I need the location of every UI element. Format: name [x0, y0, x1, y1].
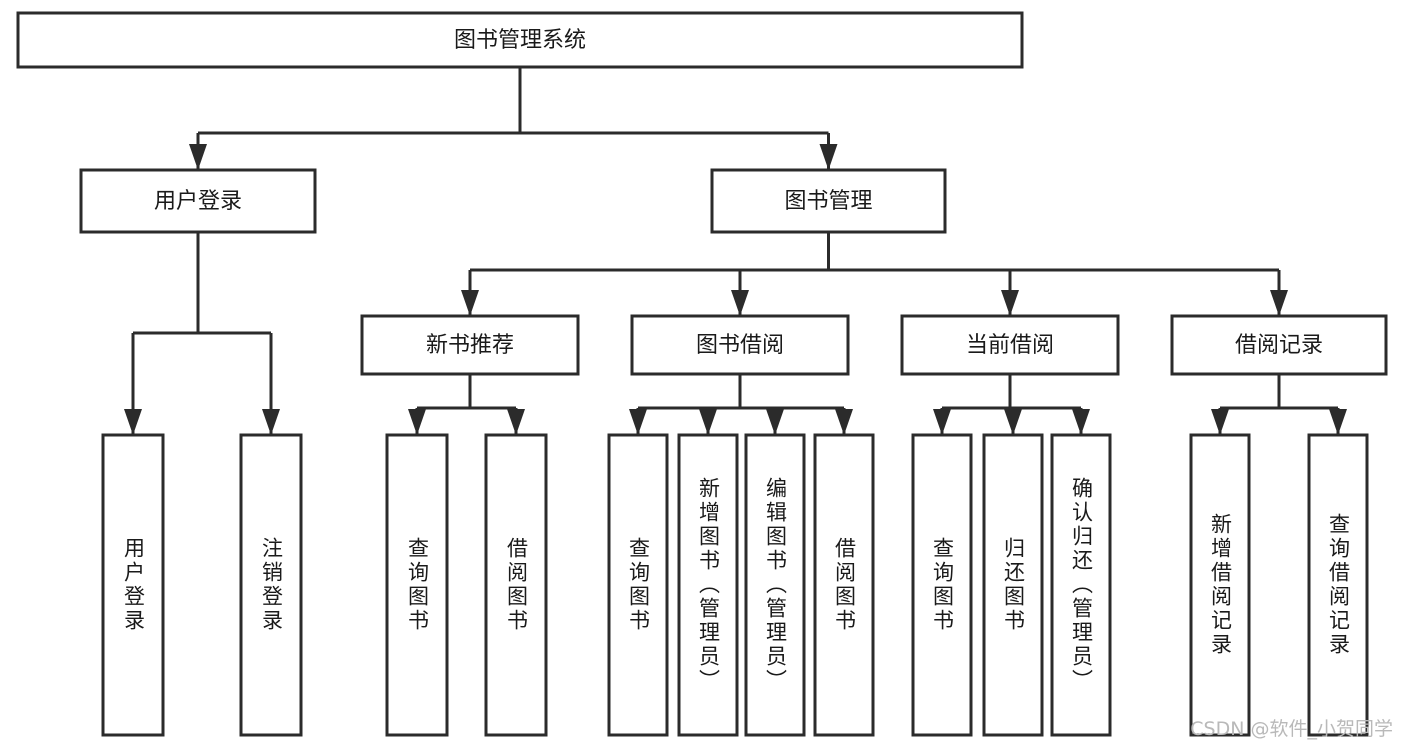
- boxes-layer: [16, 11, 1388, 737]
- bookborrow-arrow-0: [629, 409, 647, 435]
- node-box-book-management[interactable]: [710, 168, 947, 234]
- node-box-leaf-query-borrow-record[interactable]: [1307, 433, 1369, 737]
- root-arrow-0: [189, 144, 207, 170]
- userlogin-arrow-0: [124, 409, 142, 435]
- node-label-user-login: 用户登录: [154, 189, 242, 214]
- userlogin-arrow-1: [262, 409, 280, 435]
- bookmgmt-arrow-2: [1001, 290, 1019, 316]
- node-box-book-borrow[interactable]: [630, 314, 850, 376]
- node-box-leaf-add-borrow-record[interactable]: [1189, 433, 1251, 737]
- node-label-borrow-record: 借阅记录: [1235, 333, 1323, 358]
- connectors-layer: [124, 67, 1347, 435]
- csdn-watermark: CSDN @软件_小贺同学: [1190, 718, 1393, 740]
- node-box-new-book-recommend[interactable]: [360, 314, 580, 376]
- node-box-leaf-add-book-admin[interactable]: [677, 433, 739, 737]
- bookborrow-arrow-2: [766, 409, 784, 435]
- node-box-leaf-query-book-2[interactable]: [607, 433, 669, 737]
- node-box-leaf-edit-book-admin[interactable]: [744, 433, 806, 737]
- node-label-new-book-recommend: 新书推荐: [426, 333, 514, 358]
- node-box-leaf-return-book[interactable]: [982, 433, 1044, 737]
- node-label-book-management: 图书管理: [784, 189, 872, 214]
- curborrow-arrow-1: [1004, 409, 1022, 435]
- node-box-leaf-confirm-return-admin[interactable]: [1050, 433, 1112, 737]
- bookborrow-arrow-3: [835, 409, 853, 435]
- node-label-root: 图书管理系统: [454, 28, 586, 53]
- node-box-user-login[interactable]: [79, 168, 317, 234]
- newbook-arrow-0: [408, 409, 426, 435]
- root-arrow-1: [819, 144, 838, 170]
- bookmgmt-arrow-1: [731, 290, 749, 316]
- node-label-current-borrow: 当前借阅: [966, 333, 1054, 358]
- borrowrec-arrow-0: [1211, 409, 1229, 435]
- node-label-book-borrow: 图书借阅: [696, 333, 784, 358]
- newbook-arrow-1: [507, 409, 525, 435]
- node-box-leaf-logout-login[interactable]: [239, 433, 303, 737]
- node-box-borrow-record[interactable]: [1170, 314, 1388, 376]
- node-box-leaf-query-book-3[interactable]: [911, 433, 973, 737]
- node-box-leaf-borrow-book-2[interactable]: [813, 433, 875, 737]
- curborrow-arrow-2: [1072, 409, 1090, 435]
- node-box-current-borrow[interactable]: [900, 314, 1120, 376]
- node-box-root[interactable]: [16, 11, 1024, 69]
- node-box-leaf-user-login[interactable]: [101, 433, 165, 737]
- bookmgmt-arrow-0: [461, 290, 479, 316]
- node-box-leaf-query-book-1[interactable]: [385, 433, 449, 737]
- curborrow-arrow-0: [933, 409, 951, 435]
- node-box-leaf-borrow-book-1[interactable]: [484, 433, 548, 737]
- bookmgmt-arrow-3: [1270, 290, 1288, 316]
- borrowrec-arrow-1: [1329, 409, 1347, 435]
- bookborrow-arrow-1: [699, 409, 717, 435]
